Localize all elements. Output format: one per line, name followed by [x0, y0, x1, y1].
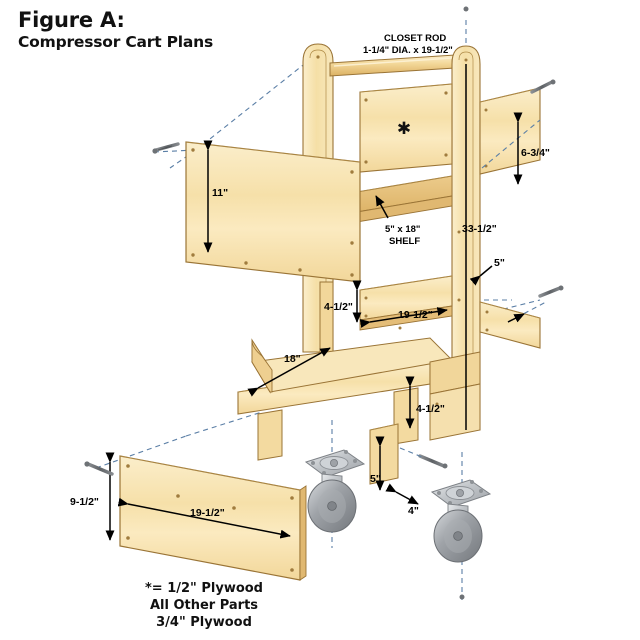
closet-rod-label-line2: 1-1/4" DIA. x 19-1/2": [363, 45, 453, 56]
dimension-rail-gap-left: 4-1/2": [324, 280, 362, 323]
legend-line3: 3/4" Plywood: [156, 615, 252, 630]
upper-back-panel: ✱: [359, 83, 453, 173]
caster-front[interactable]: [304, 449, 366, 533]
right-lower-side-rail: [479, 301, 541, 349]
dimension-caster-block-height: 5": [370, 436, 385, 491]
right-lower-structure: [429, 351, 481, 441]
dimension-post-height: 33-1/2": [462, 64, 497, 430]
legend-line1: *= 1/2" Plywood: [145, 581, 263, 596]
screw-caster-block: [399, 447, 448, 469]
shelf-label-line2: SHELF: [389, 236, 420, 247]
dimension-4half-right: 4-1/2": [416, 403, 445, 415]
screw-right-rail: [507, 285, 564, 323]
left-front-leg: [257, 409, 283, 461]
dimension-4in-block: 4": [408, 505, 419, 517]
dimension-11in: 11": [212, 187, 228, 199]
dimension-33half: 33-1/2": [462, 223, 497, 235]
screw-bottom-post: [459, 570, 465, 600]
legend-line2: All Other Parts: [150, 598, 258, 613]
dimension-deck-depth: 18": [247, 347, 331, 397]
dimension-upper-side: 6-3/4": [513, 112, 550, 185]
dimension-5in-block: 5": [370, 473, 381, 485]
deck-front-apron: [251, 338, 273, 394]
shelf-leader: [375, 195, 389, 219]
screw-left-panel: [152, 142, 180, 154]
upper-right-side-panel: [479, 87, 541, 175]
dimension-6-3-4: 6-3/4": [521, 147, 550, 159]
dimension-bottom-panel-width: 19-1/2": [117, 497, 291, 539]
dimension-18in: 18": [284, 353, 301, 365]
dimension-5in-offset: 5": [494, 257, 505, 269]
closet-rod: [329, 54, 459, 77]
dimension-bottom-panel-height: 9-1/2": [70, 452, 115, 541]
screw-top-rod: [463, 6, 469, 36]
closet-rod-label-line1: CLOSET ROD: [384, 33, 446, 44]
star-marker: ✱: [397, 119, 411, 139]
dimension-back-panel-height: 11": [203, 140, 228, 253]
dimension-right-rail-gap: 4-1/2": [405, 376, 445, 429]
dimension-19half-panel: 19-1/2": [190, 507, 225, 519]
figure-title-line2: Compressor Cart Plans: [18, 33, 213, 51]
screw-upper-side: [530, 79, 556, 94]
dimension-rail-length: 19-1/2": [359, 307, 448, 328]
dimension-rail-offset: 5": [469, 257, 505, 286]
screw-bottom-panel: [84, 461, 114, 476]
dimension-19half-rail: 19-1/2": [398, 309, 433, 321]
left-back-panel: [185, 141, 361, 283]
shelf-label-line1: 5" x 18": [385, 224, 420, 235]
caster-rear[interactable]: [430, 479, 492, 563]
dimension-4half-left: 4-1/2": [324, 301, 353, 313]
dimension-caster-block-width: 4": [385, 483, 419, 517]
figure-title-line1: Figure A:: [18, 8, 125, 32]
dimension-9half: 9-1/2": [70, 496, 99, 508]
